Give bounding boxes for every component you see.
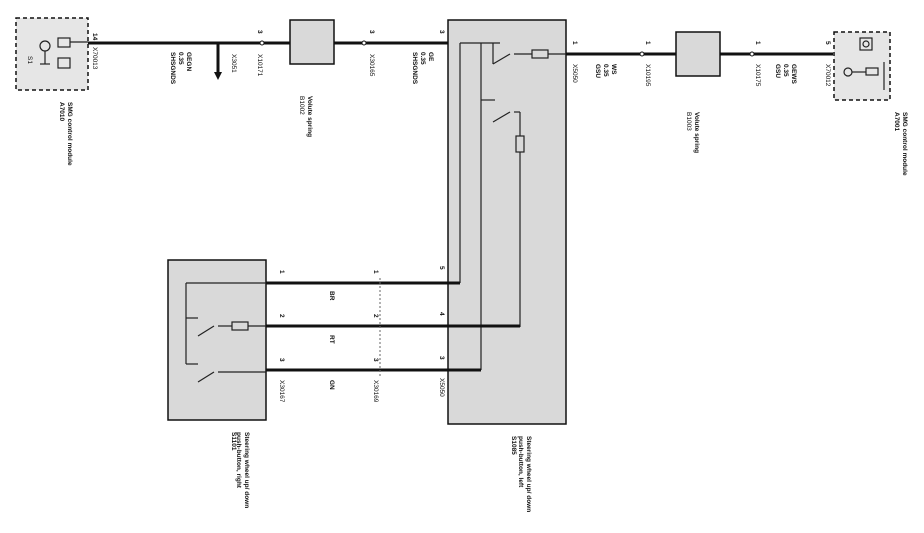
x30167-label: X30167: [278, 380, 285, 403]
svg-text:1: 1: [278, 270, 285, 274]
s1085-switch-lower-icon: [492, 111, 511, 123]
svg-text:0.35: 0.35: [419, 52, 426, 65]
wire-top-mid: 3 X30165 SHSGNDS 0.35 GE 3: [334, 30, 450, 85]
svg-text:3: 3: [438, 30, 445, 34]
a7001-box: [833, 31, 891, 101]
b1003-id: B1003: [685, 112, 692, 131]
a7001-name: SMG control module: [901, 112, 908, 176]
a7010-pin: 14: [91, 33, 98, 41]
svg-text:1: 1: [372, 270, 379, 274]
svg-text:2: 2: [278, 314, 285, 318]
s1-label: S1: [26, 56, 33, 64]
svg-text:2: 2: [372, 314, 379, 318]
s1085-switch-upper-icon: [492, 53, 511, 65]
svg-text:3: 3: [372, 358, 379, 362]
wire-br-label: BR: [328, 291, 335, 301]
svg-text:GEWS: GEWS: [790, 64, 797, 85]
b1002-box: [289, 19, 335, 65]
s1101-switch-upper-icon: [197, 325, 215, 337]
svg-text:3: 3: [368, 30, 375, 34]
a7001-id: A7001: [893, 112, 900, 132]
component-a7001: 5 X70012 A7001 SMG control module: [824, 31, 908, 176]
svg-text:0.35: 0.35: [782, 64, 789, 77]
s1085-name: Steering wheel up/ down push-button, lef…: [517, 436, 532, 513]
component-a7010: S1 14 X70013 A7010 SMG control module: [15, 17, 98, 166]
svg-text:GEGN: GEGN: [185, 52, 192, 71]
s1085-box: [447, 19, 567, 425]
wire-rt-label: RT: [328, 335, 335, 344]
svg-text:SHSGNDS: SHSGNDS: [169, 52, 176, 85]
wire-gn-label: GN: [328, 380, 335, 390]
x10195-label: X10195: [644, 64, 651, 87]
x3051-label: X3051: [230, 54, 237, 73]
x30169-label: X30169: [372, 380, 379, 403]
svg-text:SHSGNDS: SHSGNDS: [411, 52, 418, 85]
x10171-label: X10171: [256, 54, 263, 77]
svg-text:0.35: 0.35: [177, 52, 184, 65]
x5050-lower-label: X5050: [438, 378, 445, 397]
a7010-box: [15, 17, 89, 91]
x5050-label: X5050: [571, 64, 578, 83]
wire-top-left: SHSGNDS 0.35 GEGN X3051 3 X10171: [88, 30, 292, 85]
svg-text:GSU: GSU: [594, 64, 601, 78]
svg-text:1: 1: [644, 41, 651, 45]
wire-bundle: 1 2 3 X30169 BR RT GN: [266, 270, 520, 403]
svg-text:5: 5: [438, 266, 445, 270]
x10175-label: X10175: [754, 64, 761, 87]
svg-text:1: 1: [754, 41, 761, 45]
svg-text:3: 3: [438, 356, 445, 360]
s1085-id: S1085: [510, 436, 517, 455]
b1003-box: [675, 31, 721, 77]
s1101-box: [167, 259, 267, 421]
component-b1003: B1003 Volute spring: [675, 31, 721, 153]
svg-text:WS: WS: [610, 64, 617, 75]
a7001-sensor-icon: [859, 37, 873, 51]
ground-arrow-icon: [214, 72, 222, 80]
b1002-id: B1002: [298, 96, 305, 115]
s1101-id: S1101: [230, 432, 237, 451]
a7010-id: A7010: [58, 102, 65, 122]
svg-text:5: 5: [824, 41, 831, 45]
x30165-label: X30165: [368, 54, 375, 77]
s1101-name: Steering wheel up/ down push-button, rig…: [235, 432, 250, 509]
svg-text:3: 3: [278, 358, 285, 362]
a7010-relay-icon: [57, 57, 71, 69]
svg-text:1: 1: [571, 41, 578, 45]
b1002-name: Volute spring: [306, 96, 313, 137]
component-s1101: 1 2 3 X30167 S1101 Steering wheel up/ do…: [167, 259, 285, 509]
s1101-switch-lower-icon: [197, 371, 215, 383]
a7010-connector: X70013: [91, 47, 98, 70]
a7010-name: SMG control module: [66, 102, 73, 166]
b1003-name: Volute spring: [693, 112, 700, 153]
svg-text:GSU: GSU: [774, 64, 781, 78]
svg-text:3: 3: [256, 30, 263, 34]
svg-text:4: 4: [438, 312, 445, 316]
wire-top-right: 1 X5050 GSU 0.35 WS 1 X10195 1 X10175 GS…: [566, 41, 833, 87]
svg-text:GE: GE: [427, 52, 434, 62]
svg-text:0.35: 0.35: [602, 64, 609, 77]
a7001-connector: X70012: [824, 64, 831, 87]
component-b1002: B1002 Volute spring: [289, 19, 335, 137]
component-s1085: 5 4 3 X5050 S1085 Steering wheel up/ dow…: [438, 19, 567, 513]
